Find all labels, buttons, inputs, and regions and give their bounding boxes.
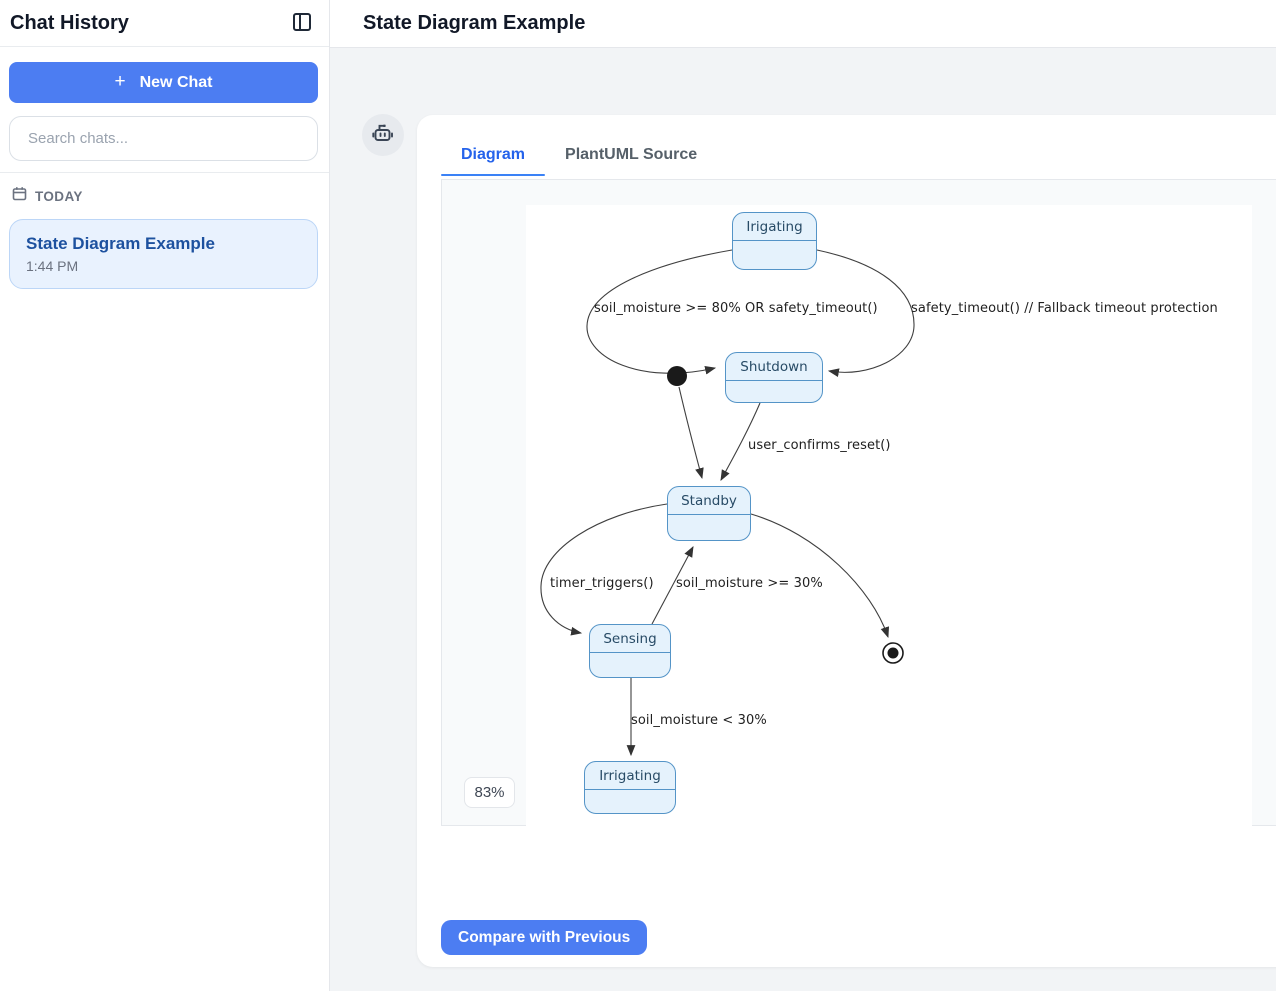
chat-item-time: 1:44 PM — [26, 258, 79, 274]
transition-standby-final — [750, 513, 890, 639]
search-chats-input[interactable] — [9, 116, 318, 161]
calendar-icon — [12, 186, 27, 206]
state-sensing: Sensing — [589, 624, 671, 678]
state-label: Irigating — [733, 213, 816, 241]
tab-diagram[interactable]: Diagram — [441, 138, 546, 176]
new-chat-button[interactable]: + New Chat — [9, 62, 318, 103]
transition-standby-sensing — [540, 503, 668, 636]
state-standby: Standby — [667, 486, 751, 541]
state-irigating: Irigating — [732, 212, 817, 270]
transition-label: soil_moisture >= 80% OR safety_timeout() — [594, 301, 878, 316]
state-shutdown: Shutdown — [725, 352, 823, 403]
tab-bar: Diagram PlantUML Source — [441, 138, 717, 176]
transition-initial-standby — [678, 386, 704, 480]
sidebar-divider — [0, 172, 329, 173]
today-label: TODAY — [35, 188, 83, 204]
chat-list-item[interactable]: State Diagram Example 1:44 PM — [9, 219, 318, 289]
compare-with-previous-button[interactable]: Compare with Previous — [441, 920, 648, 955]
state-diagram-arrows — [540, 249, 915, 757]
state-label: Sensing — [590, 625, 670, 653]
state-label: Standby — [668, 487, 750, 515]
state-irrigating: Irrigating — [584, 761, 676, 814]
today-section-header: TODAY — [12, 186, 83, 206]
robot-icon — [371, 121, 395, 150]
transition-label: safety_timeout() // Fallback timeout pro… — [911, 301, 1218, 316]
transition-label: soil_moisture >= 30% — [676, 576, 823, 591]
sidebar-toggle-button[interactable] — [289, 10, 315, 36]
initial-state-dot — [667, 366, 687, 386]
chat-history-sidebar: Chat History + New Chat TODAY S — [0, 0, 330, 991]
chat-message-area: Diagram PlantUML Source — [330, 48, 1276, 991]
main-area: State Diagram Example Diagram PlantUML S… — [330, 0, 1276, 991]
sidebar-panel-icon — [292, 12, 312, 35]
main-header: State Diagram Example — [330, 0, 1276, 48]
transition-irigating-shutdown-left — [586, 249, 733, 375]
bot-avatar — [362, 114, 404, 156]
final-state-dot — [887, 647, 899, 659]
new-chat-label: New Chat — [139, 73, 213, 91]
state-label: Irrigating — [585, 762, 675, 790]
transition-label: timer_triggers() — [550, 576, 654, 591]
zoom-level-badge: 83% — [464, 777, 515, 808]
sidebar-header: Chat History — [0, 0, 329, 47]
state-label: Shutdown — [726, 353, 822, 381]
plus-icon: + — [114, 70, 126, 92]
diagram-message-card: Diagram PlantUML Source — [417, 115, 1276, 967]
transition-shutdown-standby — [720, 402, 761, 481]
tab-plantuml-source[interactable]: PlantUML Source — [545, 138, 717, 176]
chat-item-title: State Diagram Example — [26, 234, 215, 253]
sidebar-title: Chat History — [10, 11, 129, 34]
page-title: State Diagram Example — [363, 12, 586, 34]
transition-label: soil_moisture < 30% — [631, 713, 767, 728]
transition-irigating-shutdown-right — [816, 249, 915, 378]
transition-sensing-standby — [651, 546, 694, 625]
transition-label: user_confirms_reset() — [748, 438, 891, 453]
